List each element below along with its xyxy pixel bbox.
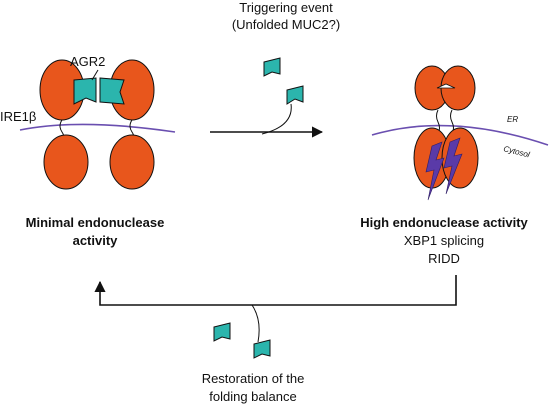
agr2-bound-right — [99, 77, 125, 105]
agr2-label: AGR2 — [70, 54, 105, 69]
ire1b-label: IRE1β — [0, 109, 36, 124]
dimer-interface-mark — [436, 83, 456, 89]
ire1b-cytosolic-lobe-left — [43, 134, 89, 190]
cytosol-label: Cytosol — [503, 144, 531, 159]
trigger-label-line2: (Unfolded MUC2?) — [232, 17, 340, 32]
left-er-membrane — [19, 123, 176, 133]
restoration-line2: folding balance — [209, 389, 296, 404]
trigger-label-line1: Triggering event — [239, 0, 333, 15]
ire1b-cytosolic-lobe-right — [109, 134, 155, 190]
restoration-line1: Restoration of the — [202, 371, 305, 386]
free-agr2-top — [263, 57, 281, 77]
active-ire1b-dimer — [371, 65, 549, 201]
er-label: ER — [507, 115, 518, 124]
agr2-release-curve — [261, 103, 292, 135]
right-er-membrane — [371, 124, 549, 146]
agr2-pointer-line — [91, 69, 99, 81]
free-agr2-bottom-left — [213, 322, 231, 342]
minimal-activity-line1: Minimal endonuclease — [26, 215, 165, 230]
lightning-bolt-icon — [425, 141, 445, 201]
high-activity-line1: High endonuclease activity — [360, 215, 528, 230]
lightning-bolt-icon — [443, 137, 463, 195]
free-agr2-mid — [286, 85, 304, 105]
minimal-activity-line2: activity — [73, 233, 119, 248]
free-agr2-bottom-right — [253, 339, 271, 359]
restoration-release-curve — [251, 304, 260, 343]
high-activity-line3: RIDD — [428, 251, 460, 266]
high-activity-line2: XBP1 splicing — [404, 233, 484, 248]
inactive-ire1b-complex — [19, 59, 176, 190]
agr2-bound-left — [73, 77, 97, 105]
feedback-arrow — [94, 275, 457, 306]
